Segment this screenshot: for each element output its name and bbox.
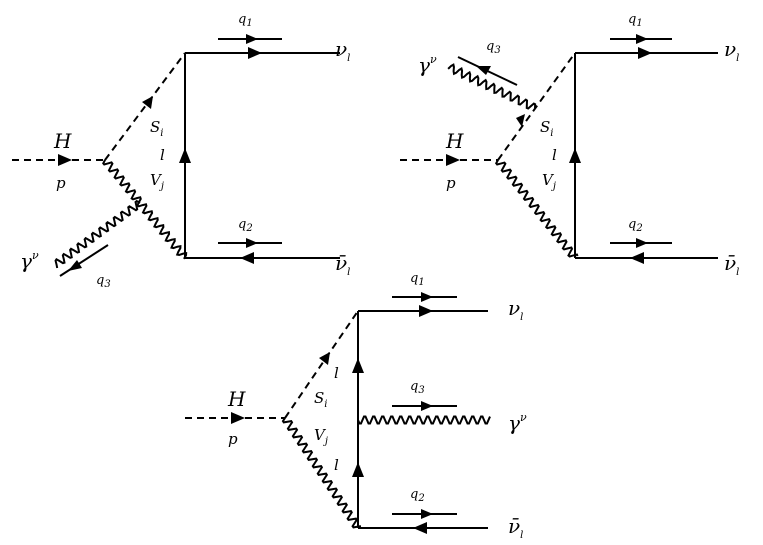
higgs-arrow <box>58 154 72 166</box>
diagram-2: H p Si l Vj γν q3 q1 q2 νl ν̄l <box>400 12 739 278</box>
neutrino-arrow <box>419 305 433 317</box>
q2-label: q2 <box>238 217 253 234</box>
lepton-lower-arrow <box>352 462 364 477</box>
q1-momentum-arrow <box>246 34 258 44</box>
q3-momentum-arrow <box>421 401 433 411</box>
scalar-line <box>497 52 576 161</box>
q1-label: q1 <box>238 12 253 29</box>
vector-label: Vj <box>314 426 328 447</box>
higgs-momentum-label: p <box>446 174 456 192</box>
higgs-label: H <box>445 129 464 153</box>
higgs-label: H <box>53 129 72 153</box>
vector-boson-line <box>281 417 362 529</box>
scalar-arrow <box>142 96 153 109</box>
diagram-1: H p Si l Vj γν q3 q1 q2 νl ν̄l <box>12 12 350 290</box>
q3-momentum-line <box>59 244 109 277</box>
photon-line <box>54 199 141 269</box>
q2-label: q2 <box>410 487 425 504</box>
antineutrino-label: ν̄l <box>724 251 739 278</box>
photon-label: γν <box>20 249 39 273</box>
scalar-line <box>104 52 186 161</box>
vector-boson-line <box>495 159 579 258</box>
lepton-arrow <box>569 148 581 163</box>
antineutrino-arrow <box>413 522 427 534</box>
q1-label: q1 <box>410 271 425 288</box>
higgs-momentum-label: p <box>228 430 238 448</box>
q3-label: q3 <box>96 273 111 290</box>
diagram-3: H p l Si Vj l γν q3 q1 q2 νl ν̄l <box>185 271 527 541</box>
neutrino-label: νl <box>508 296 523 323</box>
q1-momentum-arrow <box>421 292 433 302</box>
neutrino-arrow <box>638 47 652 59</box>
lepton-label: l <box>160 146 165 164</box>
antineutrino-label: ν̄l <box>508 514 523 541</box>
vector-boson-line <box>102 159 188 260</box>
scalar-arrow <box>516 114 525 127</box>
vector-label: Vj <box>150 171 164 192</box>
q3-label: q3 <box>410 379 425 396</box>
q1-momentum-arrow <box>636 34 648 44</box>
scalar-label: Si <box>150 118 163 139</box>
scalar-line <box>284 310 359 419</box>
lepton-label: l <box>552 146 557 164</box>
q2-momentum-arrow <box>421 509 433 519</box>
scalar-label: Si <box>540 118 553 139</box>
antineutrino-arrow <box>240 252 254 264</box>
lepton-top-label: l <box>334 364 339 382</box>
q3-label: q3 <box>486 39 501 56</box>
photon-label: γν <box>418 53 437 77</box>
neutrino-label: νl <box>724 37 739 64</box>
antineutrino-label: ν̄l <box>335 251 350 278</box>
antineutrino-arrow <box>630 252 644 264</box>
q3-momentum-arrow <box>68 260 82 271</box>
higgs-arrow <box>446 154 460 166</box>
photon-line <box>447 63 537 110</box>
photon-line <box>357 415 491 425</box>
lepton-bottom-label: l <box>334 456 339 474</box>
q2-momentum-arrow <box>636 238 648 248</box>
q1-label: q1 <box>628 12 643 29</box>
scalar-label: Si <box>314 389 327 410</box>
lepton-arrow <box>179 148 191 163</box>
neutrino-arrow <box>248 47 262 59</box>
neutrino-label: νl <box>335 37 350 64</box>
lepton-upper-arrow <box>352 358 364 373</box>
scalar-arrow <box>319 352 330 365</box>
higgs-momentum-label: p <box>56 174 66 192</box>
vector-label: Vj <box>542 171 556 192</box>
q2-momentum-arrow <box>246 238 258 248</box>
higgs-arrow <box>231 412 245 424</box>
higgs-label: H <box>227 387 246 411</box>
photon-label: γν <box>508 411 527 435</box>
q3-momentum-arrow <box>476 66 491 75</box>
q2-label: q2 <box>628 217 643 234</box>
